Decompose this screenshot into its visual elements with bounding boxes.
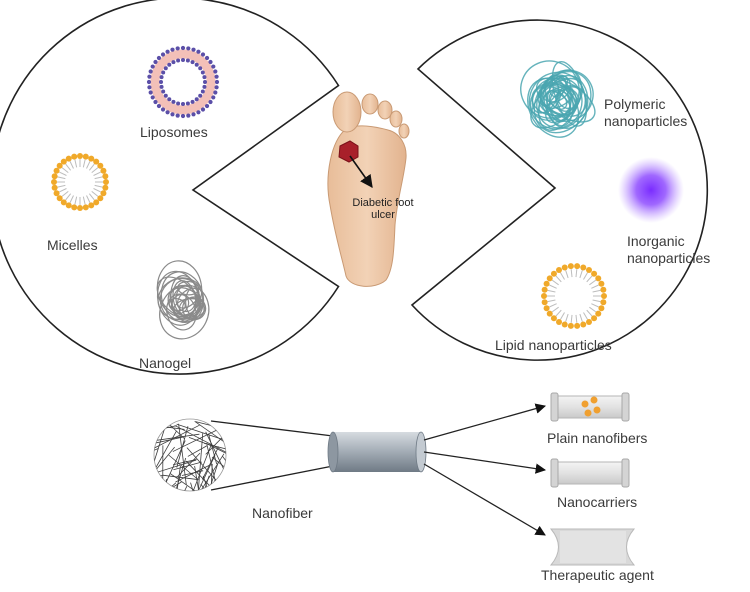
label-inorganic-line1: Inorganic: [627, 233, 685, 250]
mesh-connector-top: [211, 421, 333, 436]
label-nanogel: Nanogel: [139, 355, 191, 372]
label-liposomes: Liposomes: [140, 124, 208, 141]
label-micelles: Micelles: [47, 237, 98, 254]
arrow-to-nanocarrier: [424, 452, 545, 470]
arrow-to-plain: [424, 406, 545, 440]
lipid-np-icon: [541, 263, 607, 329]
label-lipid-np: Lipid nanoparticles: [495, 337, 612, 354]
therapeutic-agent-tube-icon: [551, 529, 634, 565]
label-polymeric-line1: Polymeric: [604, 96, 665, 113]
arrow-to-therapeutic: [424, 464, 545, 535]
label-plain-nanofibers: Plain nanofibers: [547, 430, 647, 447]
plain-fiber-tube-icon: [551, 393, 629, 421]
nanocarrier-tube-icon: [551, 459, 629, 487]
polymeric-np-icon: [513, 53, 603, 147]
mesh-connector-bottom: [211, 466, 333, 490]
label-foot-line2: ulcer: [371, 209, 395, 221]
label-nanofiber: Nanofiber: [252, 505, 313, 522]
foot-icon: [328, 92, 409, 286]
label-polymeric-line2: nanoparticles: [604, 113, 687, 130]
micelle-icon: [51, 153, 109, 211]
label-inorganic-line2: nanoparticles: [627, 250, 710, 267]
label-nanocarriers: Nanocarriers: [557, 494, 637, 511]
label-therapeutic-agent: Therapeutic agent: [541, 567, 654, 584]
label-foot-line1: Diabetic foot: [352, 197, 413, 209]
liposome-icon: [147, 46, 219, 118]
electrospinning-cylinder-icon: [328, 432, 426, 472]
nanogel-icon: [150, 259, 218, 347]
inorganic-np-icon: [618, 157, 684, 223]
